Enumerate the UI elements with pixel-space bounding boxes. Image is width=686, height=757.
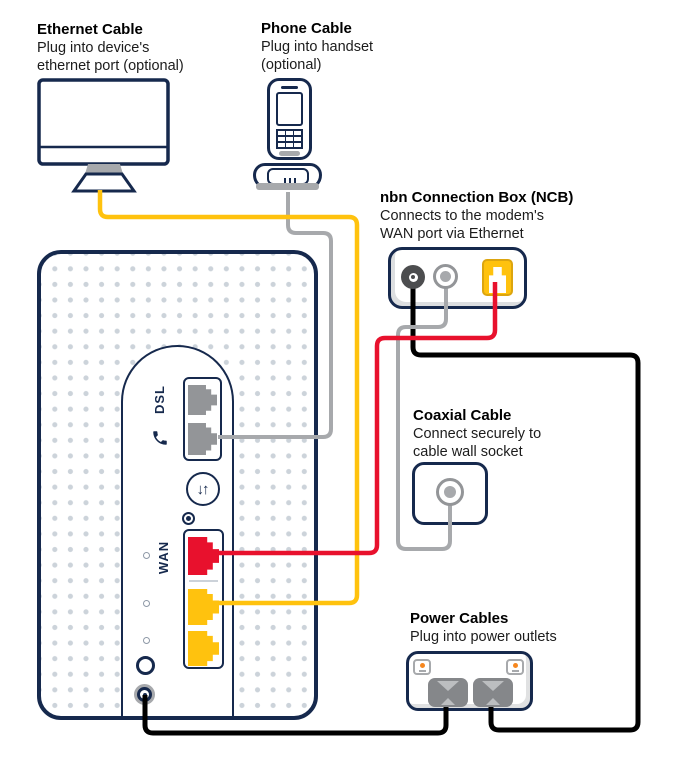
ethernet-cable-desc-line1: Plug into device's (37, 40, 150, 56)
plug-pin-bottom (486, 698, 500, 705)
ethernet-cable-callout: Ethernet Cable Plug into device's ethern… (37, 21, 247, 75)
plug-pin-top (482, 681, 504, 691)
ncb-title: nbn Connection Box (NCB) (380, 189, 574, 206)
switch-notch (418, 670, 426, 672)
sync-arrows-icon: ↓↑ (196, 480, 210, 498)
power-outlet-box (406, 651, 533, 711)
wan-port-red (188, 537, 219, 575)
coaxial-cable-desc-line1: Connect securely to (413, 426, 542, 442)
wps-sync-button: ↓↑ (186, 472, 220, 506)
phone-speaker-line (281, 86, 298, 89)
status-led (143, 600, 150, 607)
power-cables-title: Power Cables (410, 610, 509, 627)
power-switch-left (413, 659, 431, 675)
lan-port-yellow-1 (188, 589, 219, 625)
ncb-desc-line2: WAN port via Ethernet (380, 225, 524, 242)
dsl-port-label: DSL (151, 384, 167, 414)
lan-port-yellow-2 (188, 631, 219, 666)
wan-port-box (183, 529, 224, 669)
modem-power-jack (134, 684, 155, 705)
phone-handset-bar (279, 151, 300, 156)
ethernet-cable-title: Ethernet Cable (37, 21, 143, 38)
coaxial-cable-title: Coaxial Cable (413, 407, 512, 424)
modem-illustration: DSL ↓↑ WAN (37, 250, 318, 720)
monitor-stand-neck (85, 164, 123, 174)
plug-pin-top (437, 681, 459, 691)
phone-cable-desc-line2: (optional) (261, 56, 322, 73)
desktop-computer-illustration (37, 78, 170, 193)
status-led (143, 637, 150, 644)
modem-port-column: DSL ↓↑ WAN (121, 345, 234, 716)
coax-wall-socket-port (436, 478, 464, 506)
power-plug-left (428, 678, 468, 707)
plug-pin-bottom (441, 698, 455, 705)
ncb-desc-line1: Connects to the modem's (380, 208, 544, 224)
power-cables-callout: Power Cables Plug into power outlets (410, 610, 600, 647)
power-cables-desc-line1: Plug into power outlets (410, 629, 557, 645)
port-divider (189, 580, 218, 582)
phone-cable-desc-line1: Plug into handset (261, 39, 374, 55)
ncb-ethernet-port-slot (489, 267, 506, 293)
dsl-port (188, 385, 217, 415)
monitor-stand-foot (71, 172, 137, 193)
power-switch-right (506, 659, 524, 675)
phone-keypad (276, 129, 303, 149)
ethernet-cable-desc-line2: ethernet port (optional) (37, 57, 184, 74)
ncb-power-port (401, 265, 425, 289)
cradle-contact-tick (284, 178, 286, 183)
switch-indicator-dot (419, 663, 425, 668)
phone-handset-icon (151, 429, 169, 447)
power-plug-right (473, 678, 513, 707)
phone-cable-title: Phone Cable (261, 20, 352, 37)
phone-handset-illustration (251, 76, 331, 196)
ncb-coax-port (433, 264, 458, 289)
modem-power-button (136, 656, 155, 675)
wan-port-label: WAN (156, 540, 172, 574)
coaxial-cable-desc-line2: cable wall socket (413, 443, 523, 460)
ncb-ethernet-port (482, 259, 513, 296)
phone-port (188, 423, 217, 455)
ncb-callout: nbn Connection Box (NCB) Connects to the… (380, 189, 610, 243)
cradle-contact-tick (294, 178, 296, 183)
dsl-port-box (183, 377, 222, 461)
monitor-screen (37, 78, 170, 166)
phone-cable-callout: Phone Cable Plug into handset (optional) (261, 20, 421, 74)
phone-screen (276, 92, 303, 126)
cradle-contact-tick (289, 178, 291, 183)
coaxial-cable-callout: Coaxial Cable Connect securely to cable … (413, 407, 593, 461)
switch-notch (511, 670, 519, 672)
phone-cradle-base-bar (256, 183, 319, 190)
status-led (143, 552, 150, 559)
wps-led-indicator (182, 512, 195, 525)
switch-indicator-dot (512, 663, 518, 668)
